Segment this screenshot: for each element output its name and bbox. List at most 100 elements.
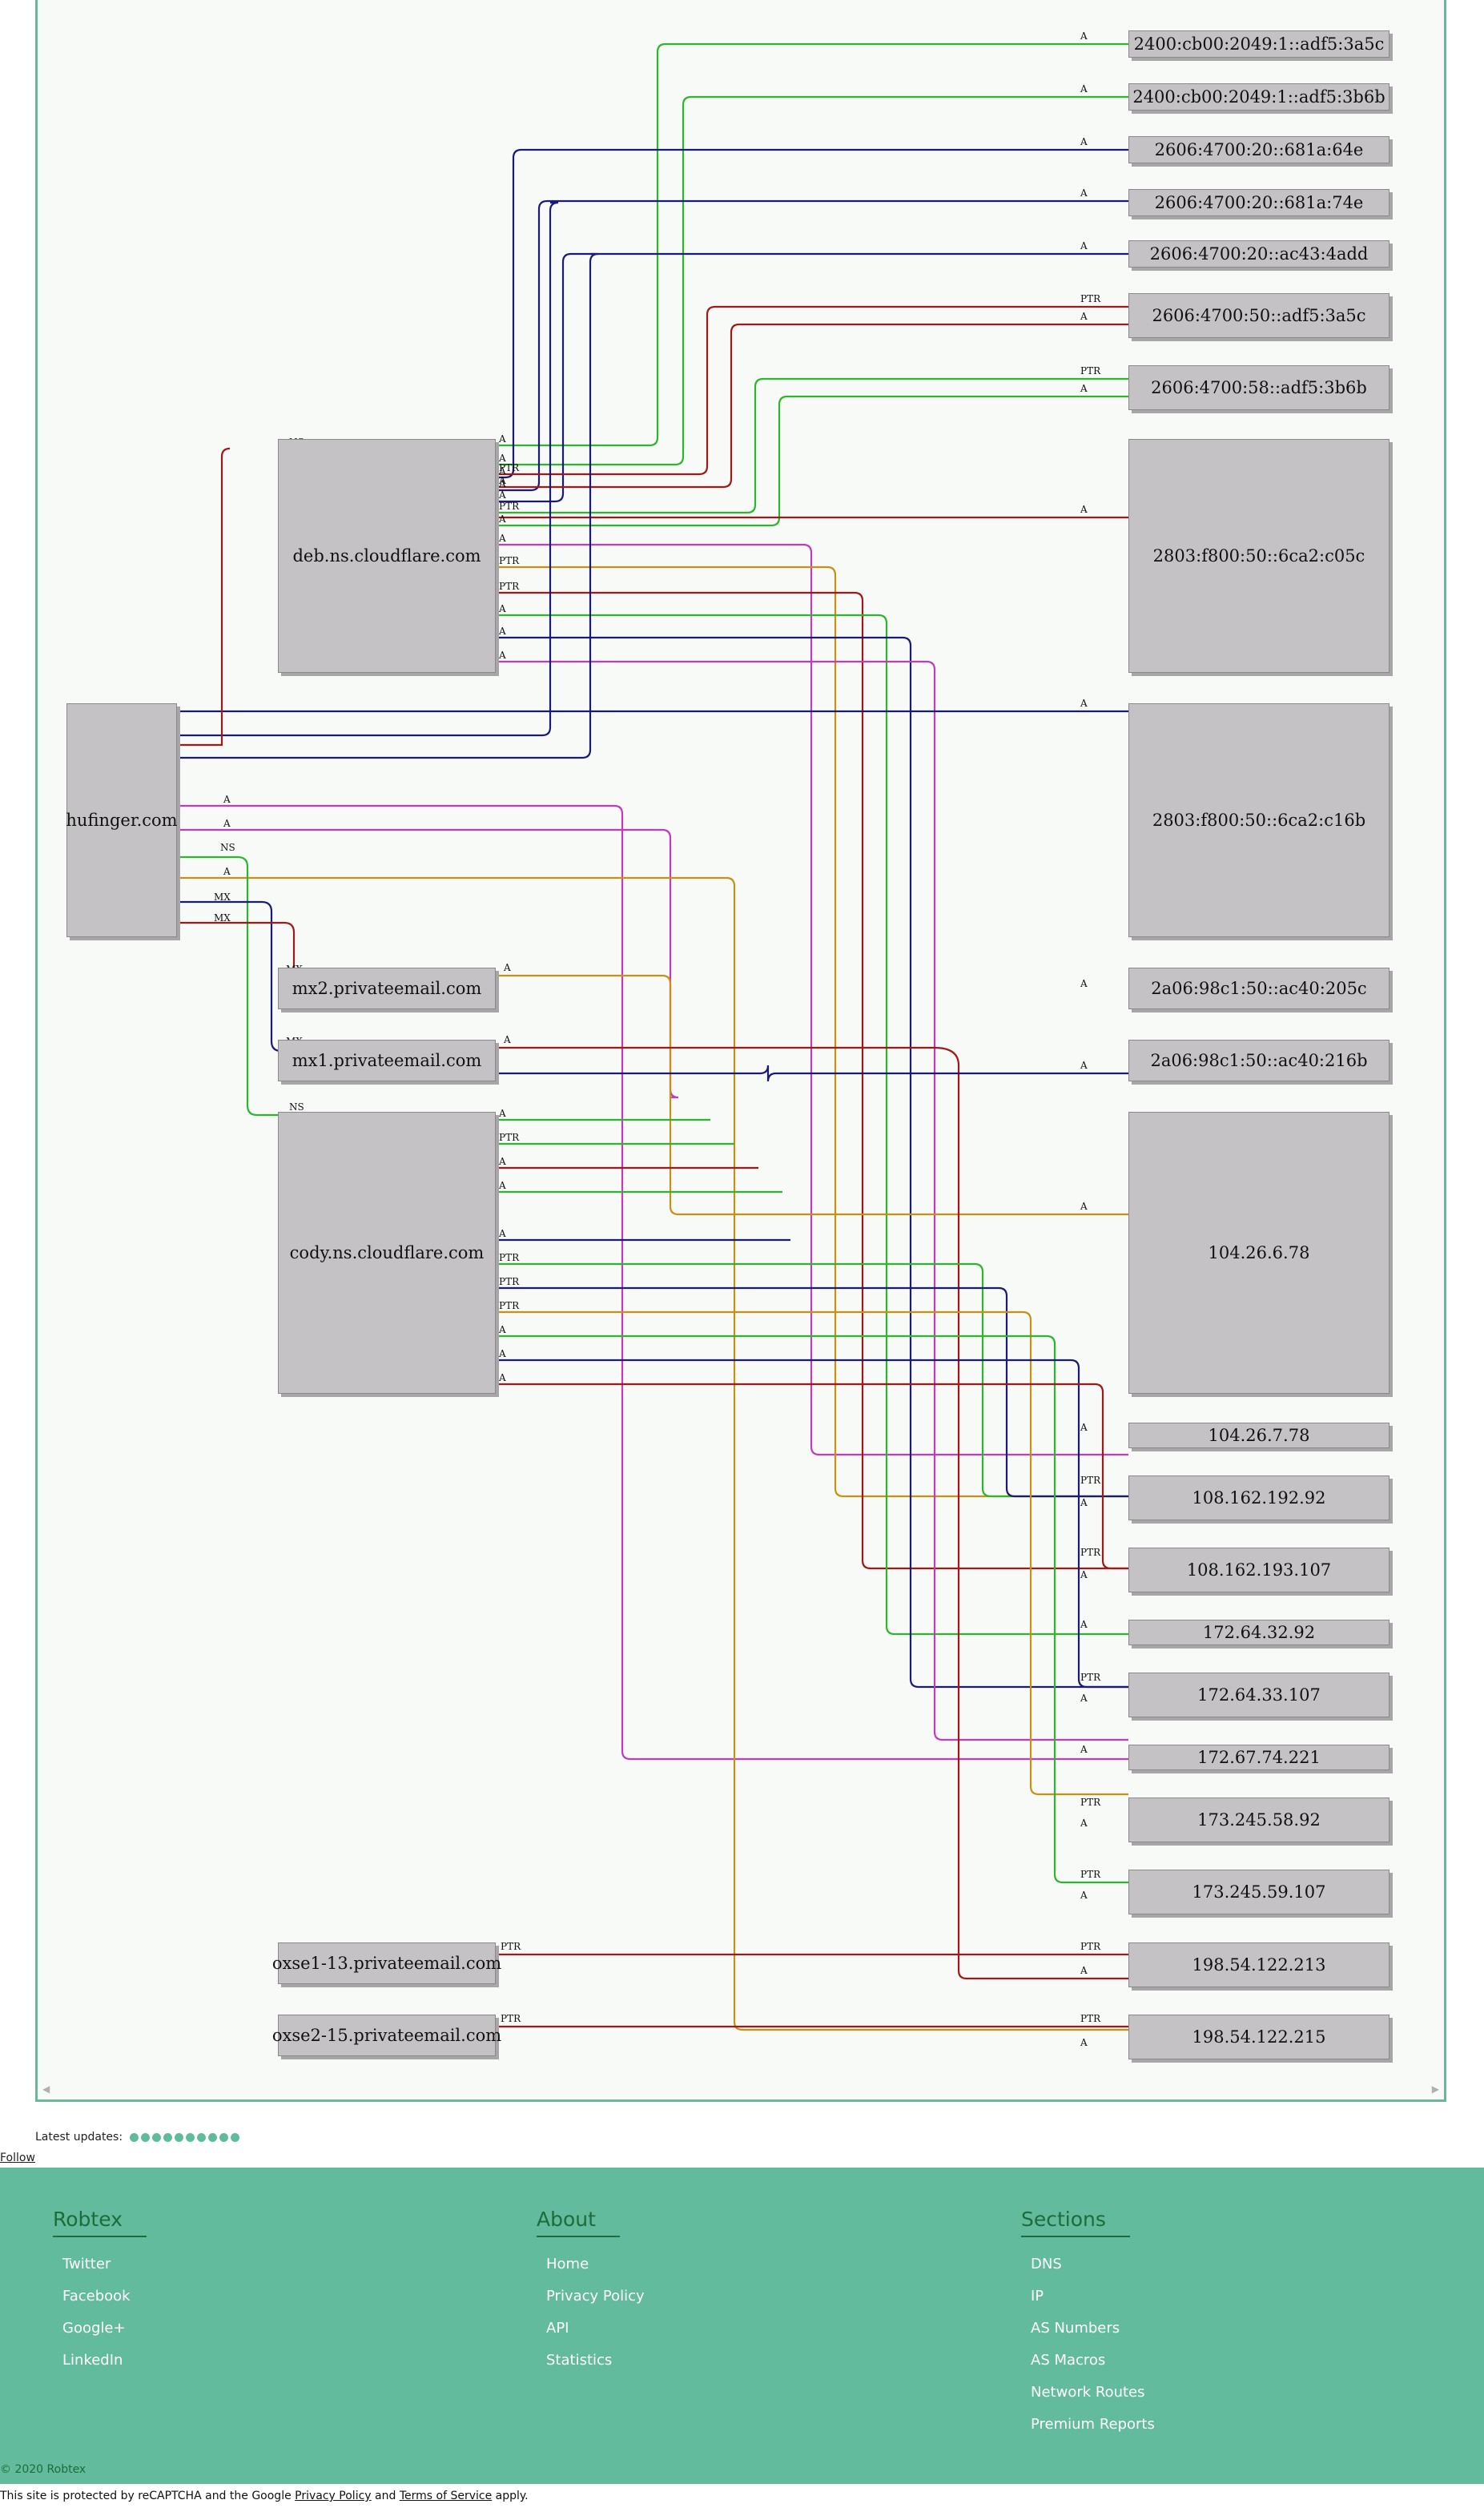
footer-link-linkedin[interactable]: LinkedIn [62,2352,123,2369]
edge-label-mx: MX [214,912,231,924]
footer-link-as-macros[interactable]: AS Macros [1031,2352,1106,2369]
google-terms-link[interactable]: Terms of Service [399,2490,493,2502]
edge-label-a: A [498,433,506,445]
graph-edge [496,543,1128,1456]
update-dot-icon[interactable] [163,2132,173,2142]
update-dot-icon[interactable] [208,2132,218,2142]
edge-label-ptr: PTR [1080,1797,1101,1808]
update-dot-icon[interactable] [197,2132,207,2142]
update-dot-icon[interactable] [231,2132,240,2142]
footer-link-ip[interactable]: IP [1031,2288,1044,2305]
footer-link-statistics[interactable]: Statistics [546,2352,613,2369]
edge-label-ptr: PTR [1080,1941,1101,1952]
edge-label-a: A [1080,1569,1088,1580]
graph-node-ip[interactable]: 104.26.7.78 [1128,1423,1389,1448]
graph-edge [496,148,1128,479]
edge-label-a: A [498,533,506,544]
footer-link-network-routes[interactable]: Network Routes [1031,2384,1145,2401]
update-dot-icon[interactable] [219,2132,229,2142]
edge-label-a: A [1080,1965,1088,1976]
graph-node-ip[interactable]: 2803:f800:50::6ca2:c05c [1128,439,1389,673]
graph-node-ip[interactable]: 2606:4700:50::adf5:3a5c [1128,293,1389,338]
footer-link-twitter[interactable]: Twitter [62,2256,111,2272]
edge-label-a: A [1080,1890,1088,1901]
edge-label-ptr: PTR [1080,2013,1101,2024]
graph-node-ip[interactable]: 2400:cb00:2049:1::adf5:3b6b [1128,83,1389,111]
graph-node-ip[interactable]: 172.64.33.107 [1128,1673,1389,1717]
graph-edge [496,1335,1128,1884]
edge-label-a: A [498,626,506,637]
graph-node-mx1[interactable]: mx1.privateemail.com [278,1040,496,1081]
graph-node-ip[interactable]: 172.64.32.92 [1128,1620,1389,1645]
follow-link[interactable]: Follow [0,2152,35,2164]
edge-label-a: A [223,794,231,805]
horizontal-scrollbar[interactable]: ◀ ▶ [42,2083,1439,2095]
footer-heading: About [537,2208,620,2237]
graph-node-mx2[interactable]: mx2.privateemail.com [278,968,496,1009]
update-dot-icon[interactable] [175,2132,184,2142]
footer-link-dns[interactable]: DNS [1031,2256,1062,2272]
scroll-left-arrow-icon[interactable]: ◀ [42,2083,50,2095]
edge-label-ptr: PTR [1080,1475,1101,1486]
graph-node-hufinger[interactable]: hufinger.com [66,703,178,937]
graph-edge [496,636,1128,1689]
footer-link-premium-reports[interactable]: Premium Reports [1031,2416,1155,2433]
graph-node-ip[interactable]: 172.67.74.221 [1128,1745,1389,1770]
graph-node-ip[interactable]: 2606:4700:20::ac43:4add [1128,240,1389,268]
graph-node-ip[interactable]: 198.54.122.215 [1128,2015,1389,2059]
graph-node-ip[interactable]: 2a06:98c1:50::ac40:205c [1128,968,1389,1009]
edge-label-a: A [1080,2037,1088,2048]
google-privacy-policy-link[interactable]: Privacy Policy [295,2490,372,2502]
footer-link-api[interactable]: API [546,2320,569,2337]
footer-column-about: About Home Privacy Policy API Statistics [537,2208,645,2377]
edge-label-a: A [1080,30,1088,42]
graph-edge [496,1065,1128,1082]
graph-node-oxse2[interactable]: oxse2-15.privateemail.com [272,2015,501,2056]
update-dot-icon[interactable] [152,2132,162,2142]
footer-link-google-plus[interactable]: Google+ [62,2320,126,2337]
graph-node-ip[interactable]: 108.162.193.107 [1128,1548,1389,1592]
graph-edge [496,395,1128,527]
edge-label-ptr: PTR [501,2013,521,2024]
graph-node-deb-ns[interactable]: deb.ns.cloudflare.com [278,439,496,673]
footer-link-privacy-policy[interactable]: Privacy Policy [546,2288,645,2305]
graph-node-ip[interactable]: 2803:f800:50::6ca2:c16b [1128,703,1389,937]
recaptcha-prefix: This site is protected by reCAPTCHA and … [0,2490,296,2502]
graph-node-ip[interactable]: 104.26.6.78 [1128,1112,1389,1394]
footer-link-facebook[interactable]: Facebook [62,2288,131,2305]
edge-label-ptr: PTR [1080,1869,1101,1880]
update-dot-icon[interactable] [130,2132,139,2142]
edge-label-a: A [498,1324,506,1335]
graph-node-ip[interactable]: 173.245.59.107 [1128,1870,1389,1914]
edge-label-ptr: PTR [1080,1547,1101,1558]
dns-graph-canvas: AAAAAAAAAAPTRPTRAAPTRPTRAAAAPTRPTRAAAANS… [177,30,1128,2048]
edge-label-a: A [1080,383,1088,394]
footer-link-home[interactable]: Home [546,2256,589,2272]
graph-node-oxse1[interactable]: oxse1-13.privateemail.com [272,1942,501,1984]
edge-label-a: A [223,866,231,877]
edge-label-ns: NS [220,842,235,853]
recaptcha-notice: This site is protected by reCAPTCHA and … [0,2490,529,2502]
graph-node-ip[interactable]: 108.162.192.92 [1128,1475,1389,1520]
update-dot-icon[interactable] [186,2132,195,2142]
graph-node-ip[interactable]: 2a06:98c1:50::ac40:216b [1128,1040,1389,1081]
scroll-right-arrow-icon[interactable]: ▶ [1431,2083,1439,2095]
graph-edge [496,660,1128,1741]
graph-edge [496,974,1128,1216]
footer-link-as-numbers[interactable]: AS Numbers [1031,2320,1120,2337]
graph-node-ip[interactable]: 198.54.122.213 [1128,1942,1389,1987]
edge-label-a: A [1080,1497,1088,1508]
graph-node-cody-ns[interactable]: cody.ns.cloudflare.com [278,1112,496,1394]
edge-label-ptr: PTR [499,1132,520,1143]
graph-edge [496,95,1128,466]
graph-node-ip[interactable]: 173.245.58.92 [1128,1797,1389,1842]
graph-edge [177,900,282,1053]
update-dot-icon[interactable] [141,2132,151,2142]
graph-node-ip[interactable]: 2606:4700:20::681a:74e [1128,189,1389,216]
footer-heading: Robtex [53,2208,147,2237]
graph-edge [496,199,1128,492]
graph-node-ip[interactable]: 2400:cb00:2049:1::adf5:3a5c [1128,30,1389,58]
graph-edge [496,42,1128,447]
graph-node-ip[interactable]: 2606:4700:58::adf5:3b6b [1128,365,1389,410]
graph-node-ip[interactable]: 2606:4700:20::681a:64e [1128,136,1389,163]
